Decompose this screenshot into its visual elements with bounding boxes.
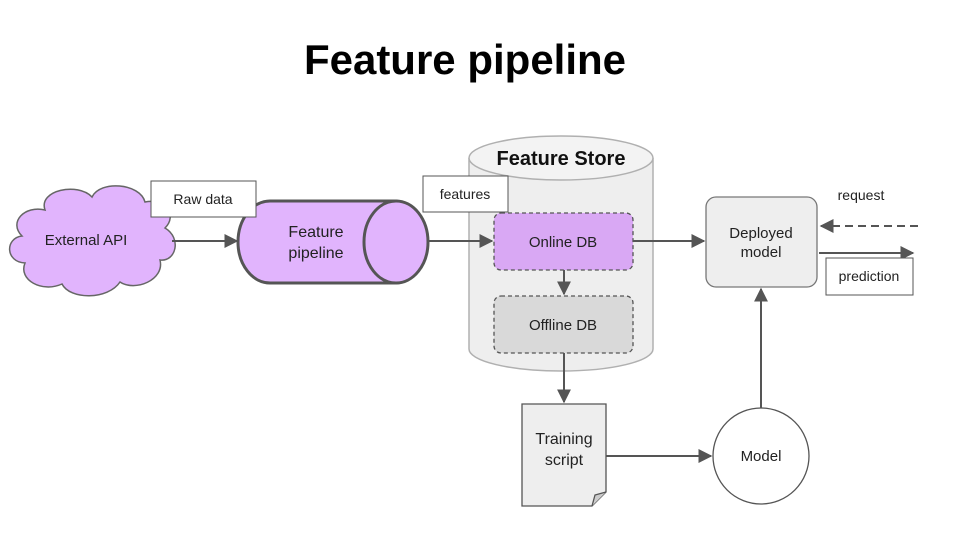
pipeline-end-cap [362, 199, 430, 285]
training-script-label-line2: script [545, 452, 584, 469]
features-label-box: features [422, 175, 509, 213]
online-db-label: Online DB [529, 234, 597, 251]
offline-db-node: Offline DB [493, 295, 634, 354]
prediction-box [825, 257, 914, 296]
raw-data-label-box: Raw data [150, 180, 257, 218]
deployed-model-label-line2: model [741, 244, 782, 261]
feature-pipeline-label-line1: Feature [288, 224, 343, 241]
deployed-model-box [705, 196, 818, 288]
training-script-node: Training script [521, 403, 607, 507]
model-label: Model [741, 448, 782, 465]
deployed-model-label-line1: Deployed [729, 225, 792, 242]
feature-store-label: Feature Store [497, 148, 626, 170]
page-title: Feature pipeline [304, 36, 626, 83]
cloud-shape [8, 185, 176, 297]
offline-db-label: Offline DB [529, 317, 597, 334]
prediction-label-box: prediction [825, 257, 914, 296]
feature-pipeline-node: Feature pipeline [236, 199, 430, 285]
features-box [422, 175, 509, 213]
feature-pipeline-label-line2: pipeline [288, 245, 343, 262]
external-api-node: External API [8, 185, 176, 297]
prediction-label: prediction [839, 268, 900, 284]
model-node: Model [712, 407, 810, 505]
raw-data-box [150, 180, 257, 218]
deployed-model-node: Deployed model [705, 196, 818, 288]
training-script-label-line1: Training [535, 431, 592, 448]
doc-fold [591, 491, 607, 507]
feature-store-top [468, 135, 654, 181]
features-label: features [440, 186, 491, 202]
raw-data-label: Raw data [173, 191, 232, 207]
external-api-label: External API [45, 232, 128, 249]
online-db-node: Online DB [493, 212, 634, 271]
request-label: request [838, 187, 885, 203]
